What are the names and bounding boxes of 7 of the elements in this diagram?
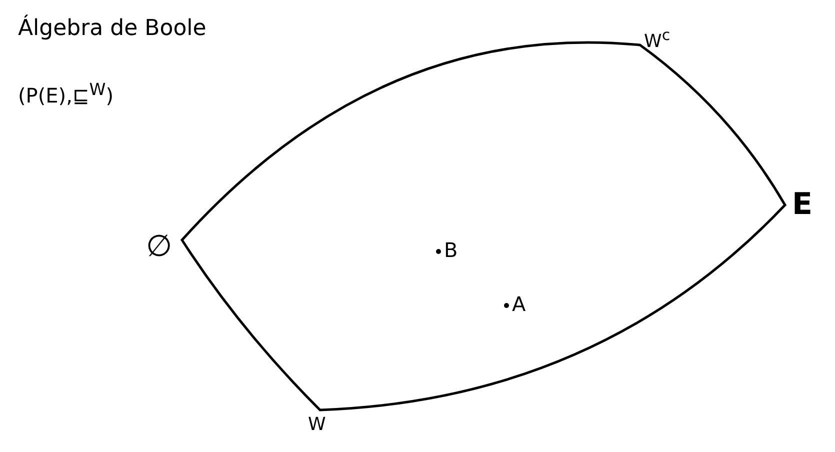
vertex-label: W <box>308 416 326 434</box>
point-label: B <box>444 240 458 260</box>
vertex-label: W$^{c}$ <box>644 28 670 51</box>
vertex-label: E <box>792 190 812 220</box>
notation-label: (P(E),⊑$^{W}$) <box>18 82 114 106</box>
point-label: A <box>512 294 526 314</box>
vertex-label: ∅ <box>146 232 172 262</box>
